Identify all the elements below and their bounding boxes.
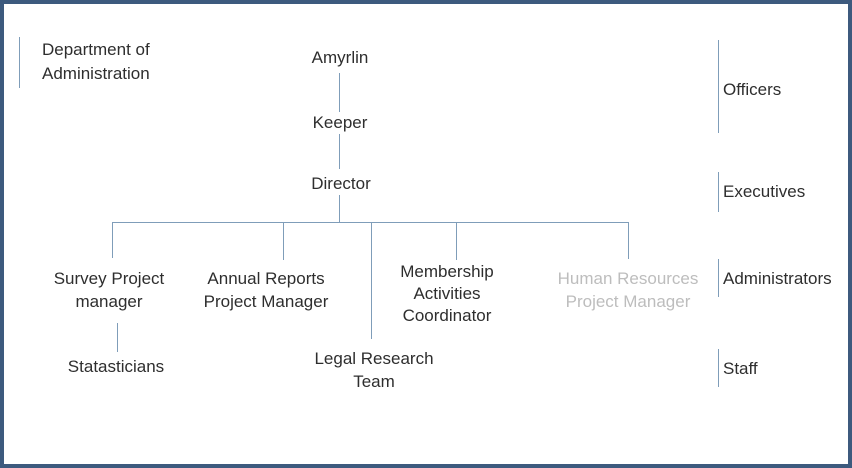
tier-label-administrators: Administrators xyxy=(723,269,832,288)
tier-label-officers: Officers xyxy=(723,80,782,99)
connector-branch-legal-research xyxy=(371,222,372,339)
node-director: Director xyxy=(311,174,371,193)
node-membership-activities-coordinator: Membership Activities Coordinator xyxy=(400,262,494,325)
branch-bar xyxy=(112,222,629,223)
node-annual-reports-project-manager: Annual Reports Project Manager xyxy=(203,269,329,311)
connector-branch-membership xyxy=(456,222,457,260)
node-legal-research-team: Legal Research Team xyxy=(314,349,434,391)
department-title: Department of Administration xyxy=(42,40,150,83)
node-statasticians: Statasticians xyxy=(67,357,165,376)
node-survey-project-manager: Survey Project manager xyxy=(53,269,165,311)
connector-director-branch xyxy=(339,195,340,222)
connector-amyrlin-keeper xyxy=(339,73,340,112)
tier-line-executives xyxy=(718,172,719,212)
department-tier-line xyxy=(19,37,20,88)
node-human-resources-project-manager: Human Resources Project Manager xyxy=(557,269,699,311)
node-keeper: Keeper xyxy=(312,113,368,132)
connector-keeper-director xyxy=(339,134,340,169)
tier-line-administrators xyxy=(718,259,719,297)
tier-label-executives: Executives xyxy=(723,182,806,201)
tier-line-staff xyxy=(718,349,719,387)
connector-branch-annual-reports xyxy=(283,222,284,260)
node-amyrlin: Amyrlin xyxy=(311,48,369,67)
tier-label-staff: Staff xyxy=(723,359,758,378)
tier-line-officers xyxy=(718,40,719,133)
connector-branch-survey xyxy=(112,222,113,258)
connector-branch-human-resources xyxy=(628,222,629,259)
connector-survey-statasticians xyxy=(117,323,118,352)
